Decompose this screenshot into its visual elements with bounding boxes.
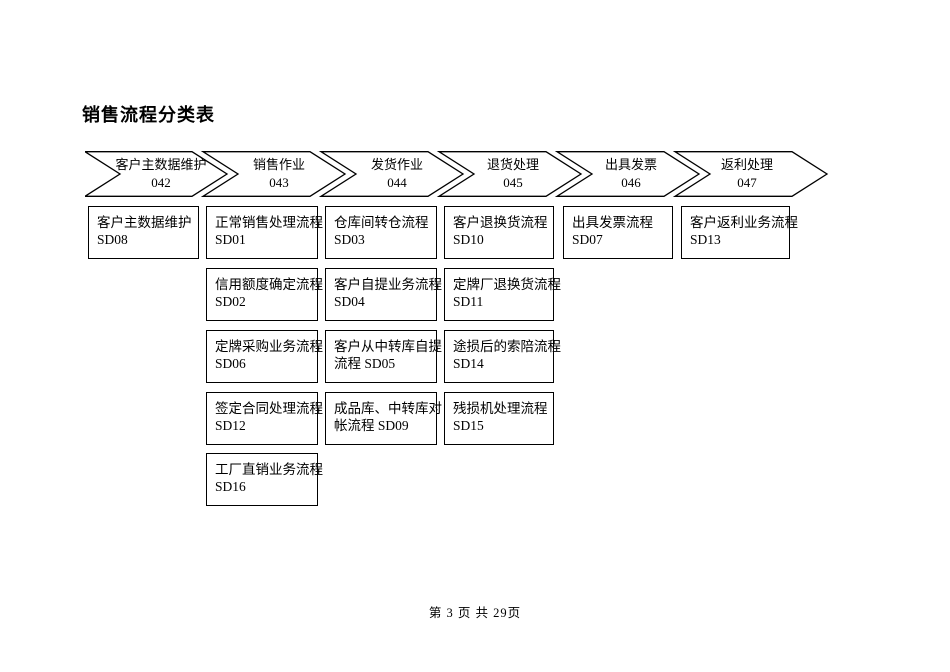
stage-code: 044	[387, 175, 407, 190]
process-name: 残损机处理流程	[453, 401, 548, 416]
process-code: SD03	[334, 232, 365, 247]
stage-label: 客户主数据维护	[115, 157, 206, 172]
process-box: 客户主数据维护 SD08	[88, 206, 199, 259]
page-title: 销售流程分类表	[82, 105, 215, 125]
process-code: SD08	[97, 232, 128, 247]
process-code: SD14	[453, 356, 484, 371]
stage-code: 046	[621, 175, 641, 190]
process-box: 客户退换货流程 SD10	[444, 206, 554, 259]
process-code: SD07	[572, 232, 603, 247]
process-name: 仓库间转仓流程	[334, 215, 429, 230]
process-name: 定牌厂退换货流程	[453, 277, 561, 292]
stage-arrow-shape	[436, 151, 583, 197]
process-box: 残损机处理流程 SD15	[444, 392, 554, 445]
process-code: SD01	[215, 232, 246, 247]
process-box: 客户返利业务流程 SD13	[681, 206, 798, 259]
process-box: 出具发票流程 SD07	[563, 206, 673, 259]
process-name: 出具发票流程	[572, 215, 653, 230]
stage-arrow-band: 客户主数据维护 042 销售作业 043 发货作业 044 退货处理 045 出…	[85, 151, 829, 197]
stage-arrow: 退货处理 045	[436, 151, 583, 197]
stage-arrow: 出具发票 046	[554, 151, 701, 197]
process-name: 签定合同处理流程	[215, 401, 323, 416]
process-code: SD13	[690, 232, 721, 247]
stage-arrow-shape	[85, 151, 229, 197]
stage-code: 043	[269, 175, 289, 190]
process-code: SD11	[453, 294, 484, 309]
process-box: 正常销售处理流程 SD01	[206, 206, 323, 259]
process-code: SD12	[215, 418, 246, 433]
process-code: 流程 SD05	[334, 356, 396, 371]
stage-label: 出具发票	[605, 157, 657, 172]
stage-label: 销售作业	[253, 157, 305, 172]
stage-code: 042	[151, 175, 171, 190]
page-footer: 第 3 页 共 29页	[428, 606, 522, 620]
process-code: SD10	[453, 232, 484, 247]
process-name: 工厂直销业务流程	[215, 462, 323, 477]
process-box: 信用额度确定流程 SD02	[206, 268, 323, 321]
process-code: SD06	[215, 356, 246, 371]
process-code: SD04	[334, 294, 365, 309]
process-box: 定牌采购业务流程 SD06	[206, 330, 323, 383]
process-name: 客户返利业务流程	[690, 215, 798, 230]
process-name: 客户自提业务流程	[334, 277, 442, 292]
process-box: 成品库、中转库对 帐流程 SD09	[325, 392, 442, 445]
process-code: SD02	[215, 294, 246, 309]
stage-arrow: 销售作业 043	[200, 151, 347, 197]
stage-arrow: 发货作业 044	[318, 151, 465, 197]
process-name: 成品库、中转库对	[334, 401, 442, 416]
process-name: 信用额度确定流程	[215, 277, 323, 292]
stage-code: 045	[503, 175, 523, 190]
stage-arrow-shape	[318, 151, 465, 197]
process-name: 客户主数据维护	[97, 215, 192, 230]
process-code: SD16	[215, 479, 246, 494]
process-name: 客户从中转库自提	[334, 339, 442, 354]
process-name: 正常销售处理流程	[215, 215, 323, 230]
process-name: 客户退换货流程	[453, 215, 548, 230]
stage-arrow: 返利处理 047	[672, 151, 829, 197]
stage-label: 返利处理	[721, 157, 773, 172]
process-box: 途损后的索陪流程 SD14	[444, 330, 561, 383]
stage-arrow-shape	[554, 151, 701, 197]
process-box: 签定合同处理流程 SD12	[206, 392, 323, 445]
process-box: 客户自提业务流程 SD04	[325, 268, 442, 321]
process-box: 定牌厂退换货流程 SD11	[444, 268, 561, 321]
stage-arrow: 客户主数据维护 042	[85, 151, 229, 197]
stage-code: 047	[737, 175, 757, 190]
stage-arrow-shape	[672, 151, 829, 197]
process-box: 工厂直销业务流程 SD16	[206, 453, 323, 506]
stage-label: 退货处理	[487, 157, 539, 172]
process-box: 仓库间转仓流程 SD03	[325, 206, 437, 259]
process-code: 帐流程 SD09	[334, 418, 409, 433]
stage-arrow-shape	[200, 151, 347, 197]
process-name: 途损后的索陪流程	[453, 339, 561, 354]
process-code: SD15	[453, 418, 484, 433]
stage-label: 发货作业	[371, 157, 423, 172]
process-box: 客户从中转库自提 流程 SD05	[325, 330, 442, 383]
process-name: 定牌采购业务流程	[215, 339, 323, 354]
